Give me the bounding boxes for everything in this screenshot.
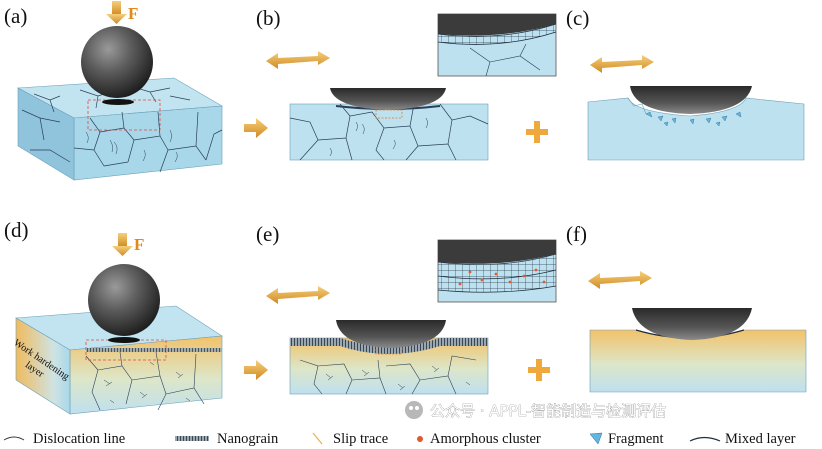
panel-f-indenter xyxy=(632,308,752,340)
legend-amorphous-cluster: Amorphous cluster xyxy=(417,431,541,447)
panel-e-double-arrow xyxy=(266,286,330,304)
slip-trace-icon xyxy=(312,432,323,445)
transition-arrow-ab xyxy=(244,118,268,138)
panel-d-force-arrow xyxy=(112,233,133,256)
fragment-icon xyxy=(589,432,603,445)
legend-mixed-layer: Mixed layer xyxy=(689,431,796,447)
force-label-a: F xyxy=(128,4,138,23)
panel-label-a: (a) xyxy=(4,4,27,28)
panel-e-inset xyxy=(437,239,557,303)
panel-label-b: (b) xyxy=(256,6,281,30)
legend-fragment: Fragment xyxy=(589,431,664,447)
panel-a-block xyxy=(16,77,223,181)
panel-label-d: (d) xyxy=(4,218,29,242)
panel-b-inset xyxy=(437,13,557,77)
panel-e-indenter xyxy=(336,320,446,348)
panel-c-double-arrow xyxy=(590,55,654,73)
watermark-text: 公众号 · APPL-智能制造与检测评估 xyxy=(430,402,666,420)
legend-nanograin-label: Nanograin xyxy=(217,431,279,447)
legend-dislocation-line: Dislocation line xyxy=(3,431,125,447)
panel-label-e: (e) xyxy=(256,222,279,246)
amorphous-cluster-icon xyxy=(417,436,423,442)
legend-fragment-label: Fragment xyxy=(608,431,664,447)
panel-b-indenter xyxy=(330,88,446,110)
dislocation-line-icon xyxy=(3,436,25,441)
panel-label-c: (c) xyxy=(566,6,589,30)
panel-c-block xyxy=(587,97,805,161)
panel-a-ball xyxy=(81,26,153,98)
panel-c-indenter xyxy=(630,86,752,114)
panel-e-to-f-plus xyxy=(528,359,550,381)
legend-nanograin: Nanograin xyxy=(175,431,279,447)
panel-c-fragments xyxy=(645,111,742,127)
watermark: 公众号 · APPL-智能制造与检测评估 xyxy=(405,401,666,420)
panel-d-block xyxy=(15,305,223,415)
legend-dislocation-line-label: Dislocation line xyxy=(33,431,125,447)
legend: Dislocation line Nanograin Slip trace Am… xyxy=(3,431,796,447)
panel-f-double-arrow xyxy=(588,271,652,289)
nanograin-icon xyxy=(175,436,209,441)
legend-mixed-layer-label: Mixed layer xyxy=(725,431,796,447)
panel-a-force-arrow xyxy=(106,1,127,24)
transition-arrow-de xyxy=(244,360,268,380)
panel-label-f: (f) xyxy=(566,222,587,246)
mixed-layer-icon xyxy=(689,436,721,442)
force-label-d: F xyxy=(134,235,144,254)
panel-b-block xyxy=(289,103,489,161)
legend-slip-trace-label: Slip trace xyxy=(333,431,388,447)
legend-slip-trace: Slip trace xyxy=(312,431,388,447)
panel-b-to-c-plus xyxy=(526,121,548,143)
panel-b-double-arrow xyxy=(266,51,330,69)
legend-amorphous-cluster-label: Amorphous cluster xyxy=(430,431,541,447)
panel-d-ball xyxy=(88,264,160,336)
